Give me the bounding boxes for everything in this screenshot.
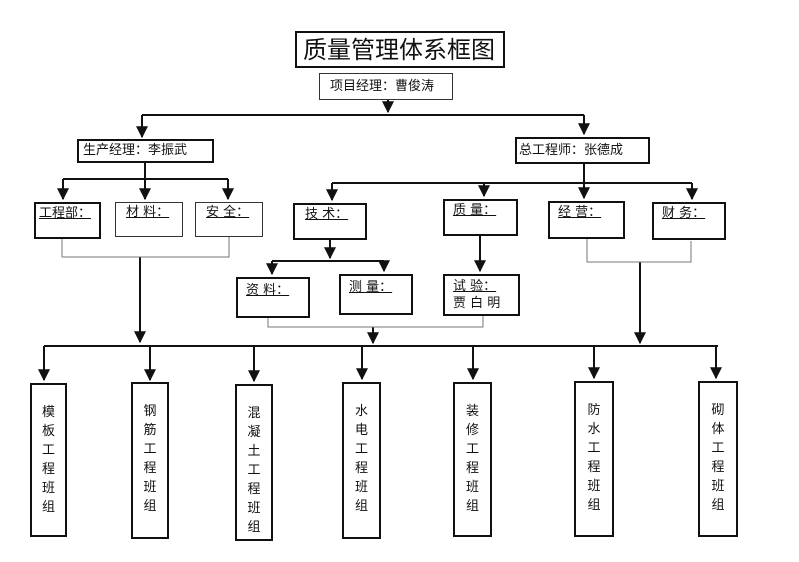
team-character: 程: [711, 460, 725, 475]
team-character: 程: [465, 461, 479, 476]
team-character: 防: [587, 403, 601, 418]
team-character: 程: [41, 462, 55, 477]
team-character: 工: [587, 441, 601, 456]
chief-engineer-box: 总工程师：张德成: [515, 137, 650, 164]
safety-box: 安 全：: [195, 202, 263, 237]
team-character: 工: [247, 463, 261, 478]
team-character: 模: [41, 405, 55, 420]
team-character: 班: [711, 479, 725, 494]
team-character: 组: [711, 498, 725, 513]
team-character: 班: [465, 480, 479, 495]
team-character: 水: [587, 422, 601, 437]
testing-label: 试 验：: [453, 279, 497, 294]
team-character: 程: [247, 482, 261, 497]
team-character: 凝: [247, 425, 261, 440]
team-rebar: 钢筋工程班组: [131, 382, 169, 539]
team-character: 班: [143, 480, 157, 495]
project-manager-box: 项目经理：曹俊涛: [319, 73, 453, 100]
team-character: 程: [143, 461, 157, 476]
team-character: 班: [354, 480, 368, 495]
team-character: 组: [587, 498, 601, 513]
testing-box: 试 验： 贾 白 明: [443, 274, 520, 316]
team-character: 装: [465, 404, 479, 419]
team-decoration: 装修工程班组: [453, 382, 492, 537]
team-character: 筋: [143, 423, 157, 438]
chart-title: 质量管理体系框图: [295, 31, 505, 68]
team-character: 工: [711, 441, 725, 456]
engineering-dept-box: 工程部：: [34, 202, 101, 239]
team-character: 工: [465, 442, 479, 457]
team-character: 组: [465, 499, 479, 514]
team-character: 水: [354, 404, 368, 419]
materials-box: 材 料：: [115, 202, 183, 237]
technology-box: 技 术：: [293, 203, 367, 240]
team-character: 班: [587, 479, 601, 494]
team-character: 砌: [711, 403, 725, 418]
documents-box: 资 料：: [236, 277, 310, 318]
team-character: 组: [354, 499, 368, 514]
production-manager-box: 生产经理：李振武: [77, 139, 214, 163]
team-plumbing-electrical: 水电工程班组: [342, 382, 381, 539]
team-character: 板: [41, 424, 55, 439]
team-character: 工: [354, 442, 368, 457]
team-character: 电: [354, 423, 368, 438]
team-character: 程: [587, 460, 601, 475]
team-character: 班: [247, 501, 261, 516]
team-character: 组: [41, 500, 55, 515]
team-character: 班: [41, 481, 55, 496]
testing-person: 贾 白 明: [453, 296, 501, 311]
team-concrete: 混凝土工程班组: [235, 384, 273, 541]
team-masonry: 砌体工程班组: [698, 381, 738, 537]
team-character: 体: [711, 422, 725, 437]
team-character: 钢: [143, 404, 157, 419]
team-character: 修: [465, 423, 479, 438]
team-character: 组: [247, 520, 261, 535]
team-character: 程: [354, 461, 368, 476]
finance-box: 财 务：: [652, 202, 726, 240]
survey-box: 测 量：: [339, 274, 413, 315]
quality-box: 质 量：: [443, 199, 518, 236]
team-character: 混: [247, 406, 261, 421]
team-character: 土: [247, 444, 261, 459]
team-formwork: 模板工程班组: [30, 383, 67, 537]
team-character: 工: [41, 443, 55, 458]
business-box: 经 营：: [548, 201, 625, 239]
team-waterproofing: 防水工程班组: [574, 381, 614, 537]
team-character: 工: [143, 442, 157, 457]
team-character: 组: [143, 499, 157, 514]
